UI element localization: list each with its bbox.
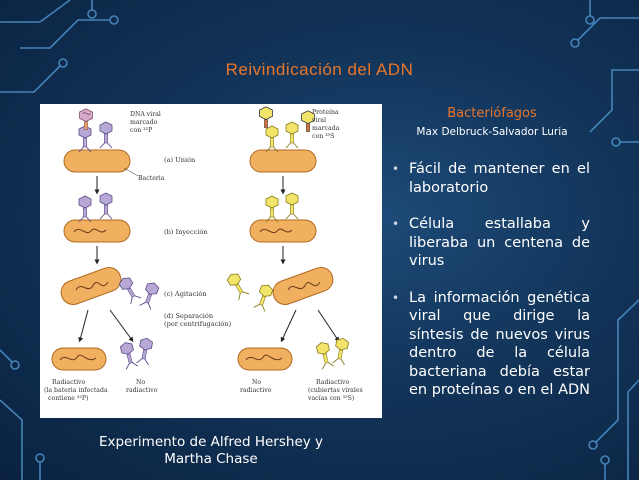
bullet-dot: • [392,162,400,176]
svg-text:Radiactivo: Radiactivo [52,379,86,386]
svg-text:(cubiertas virales: (cubiertas virales [308,387,363,394]
svg-text:contiene ³²P): contiene ³²P) [48,395,88,402]
bullet-list: •Fácil de mantener en el laboratorio •Cé… [392,160,590,418]
svg-text:radiactivo: radiactivo [240,387,272,394]
caption-line-1: Experimento de Alfred Hershey y [98,434,324,450]
svg-text:con ³⁵S: con ³⁵S [312,133,334,140]
label-step-c: (c) Agitación [164,290,207,298]
slide-title: Reivindicación del ADN [225,60,414,79]
row-results [51,336,350,371]
label-step-d-1: (d) Separación [164,312,214,320]
svg-text:marcada: marcada [312,125,340,132]
svg-text:No: No [252,379,261,386]
hershey-chase-diagram: DNA viral marcado con ³²P Proteína viral… [40,104,382,418]
svg-text:radiactivo: radiactivo [126,387,158,394]
label-step-d-2: (por centrifugación) [164,320,232,328]
bullet-dot: • [392,217,400,231]
svg-text:(la bateria infectada: (la bateria infectada [44,387,108,394]
row-agitation [60,267,334,313]
subtitle-authors: Max Delbruck-Salvador Luria [416,126,568,138]
subtitle-bacteriophages: Bacteriófagos [447,106,537,121]
bullet-item: •Célula estallaba y liberaba un centena … [392,216,590,269]
bullet-dot: • [392,290,400,305]
label-step-b: (b) Inyección [164,228,208,236]
svg-text:Proteína: Proteína [312,109,339,116]
figure-caption: Experimento de Alfred Hershey y Martha C… [40,434,382,468]
bullet-item: •La información genética viral que dirig… [392,289,591,399]
svg-text:No: No [136,379,145,386]
svg-text:DNA viral: DNA viral [130,111,161,118]
caption-line-2: Martha Chase [164,451,258,467]
label-step-a: (a) Unión [164,156,196,164]
row-attachment [63,106,317,173]
row-injection [63,192,317,243]
svg-text:Bacteria: Bacteria [138,175,165,182]
svg-text:Radiactivo: Radiactivo [316,379,350,386]
bullet-item: •Fácil de mantener en el laboratorio [392,161,590,196]
svg-text:vacías con ³⁵S): vacías con ³⁵S) [307,395,354,402]
svg-text:marcado: marcado [130,119,158,126]
svg-text:con ³²P: con ³²P [130,127,152,134]
svg-text:viral: viral [311,117,326,124]
